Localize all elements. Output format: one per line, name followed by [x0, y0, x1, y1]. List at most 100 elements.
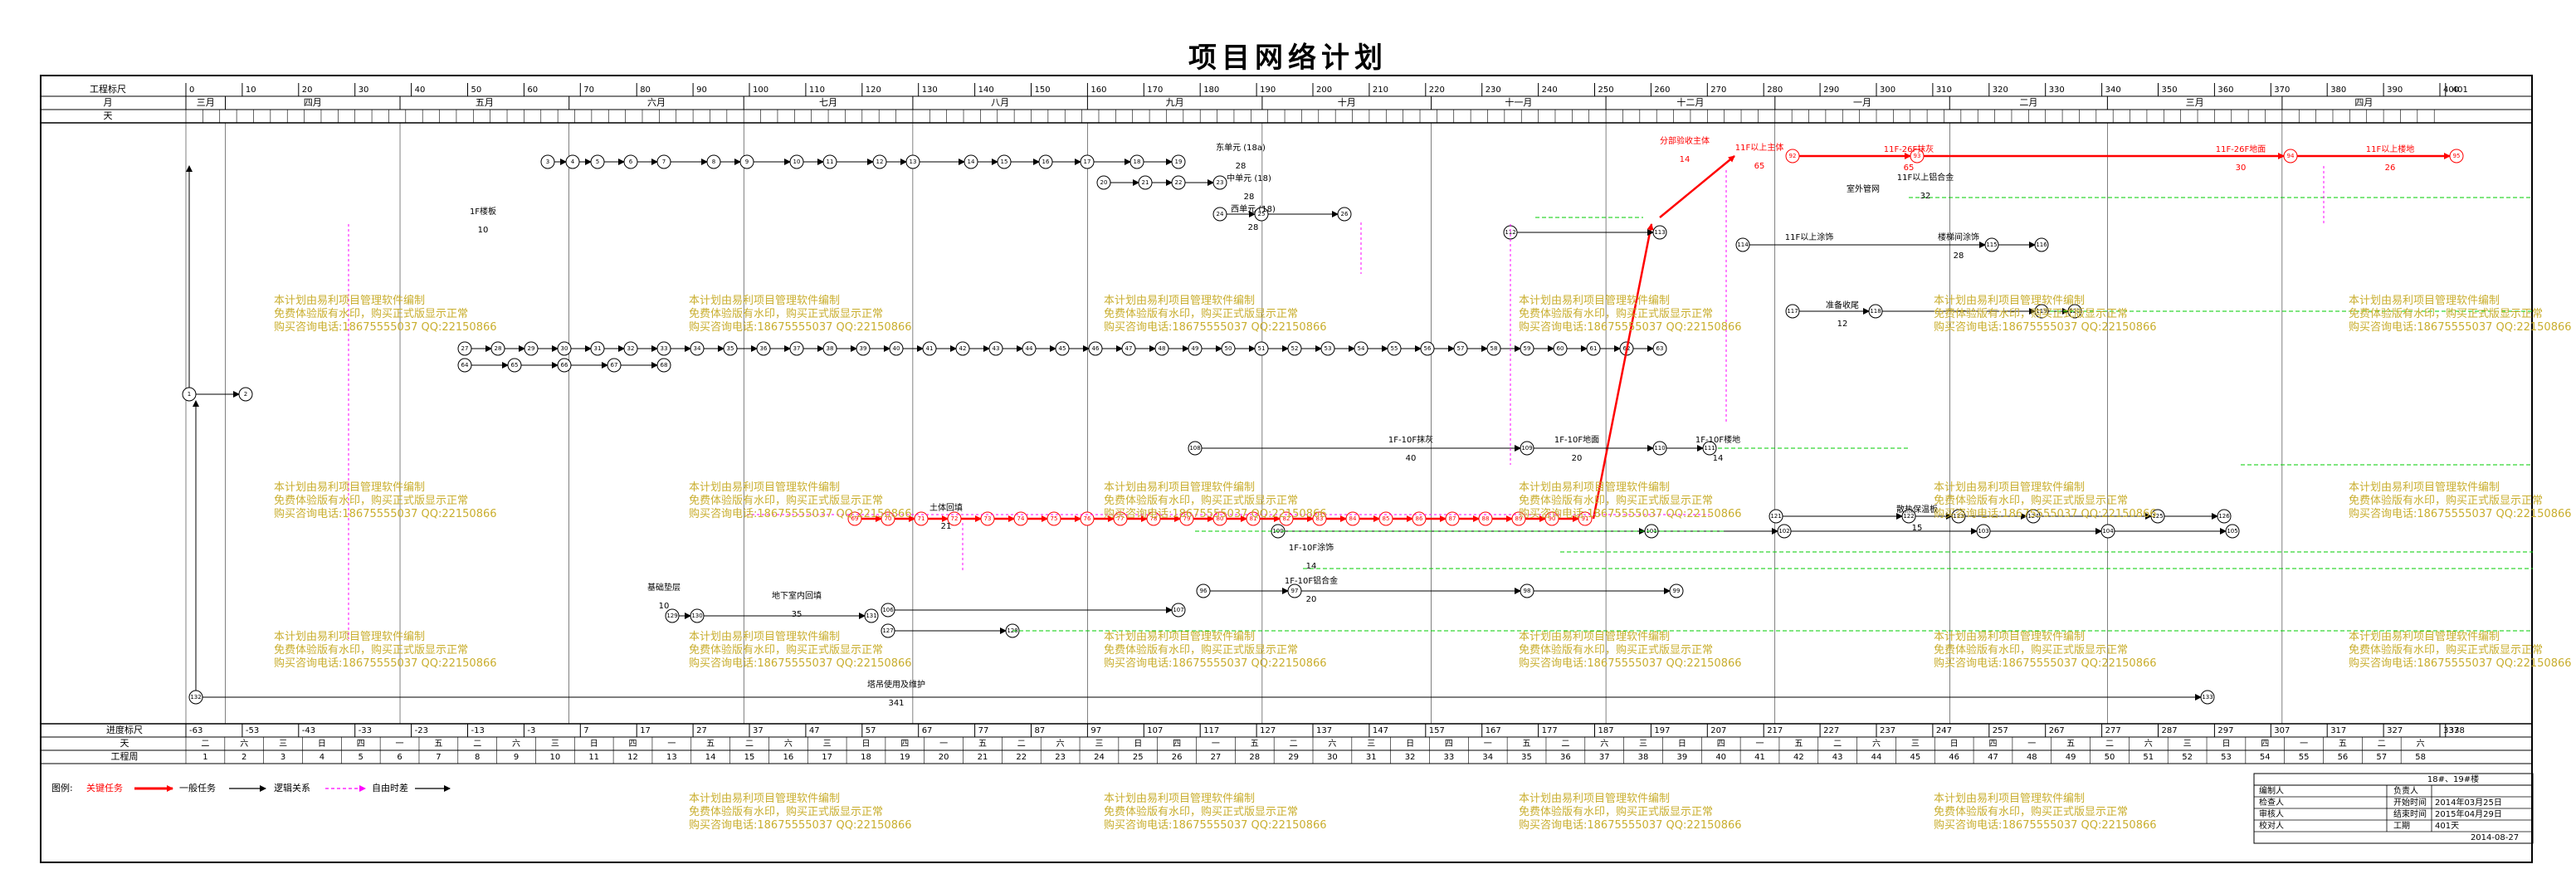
- event-node-number: 122: [1903, 513, 1914, 520]
- event-node: [656, 154, 671, 169]
- event-node-number: 18: [1134, 159, 1141, 165]
- event-node: [739, 154, 754, 169]
- event-node: [690, 608, 705, 623]
- event-node-number: 36: [760, 345, 768, 352]
- event-node: [507, 358, 522, 373]
- event-node-number: 59: [1524, 345, 1531, 352]
- event-node: [238, 387, 253, 402]
- progress-scale-label: 217: [1767, 726, 1783, 735]
- event-node-number: 10: [793, 159, 801, 165]
- week-number-label: 9: [514, 753, 519, 762]
- event-node: [557, 341, 572, 356]
- event-node: [1179, 511, 1194, 526]
- legend-normal-label: 一般任务: [179, 783, 216, 793]
- weekday-label: 四: [900, 740, 909, 749]
- event-node: [1171, 603, 1186, 618]
- weekday-label: 日: [861, 740, 870, 749]
- progress-scale-label: 7: [583, 726, 588, 735]
- event-node-number: 29: [528, 345, 535, 352]
- event-node: [1254, 207, 1269, 222]
- event-node-number: 118: [1870, 308, 1881, 315]
- progress-scale-label: 327: [2387, 726, 2403, 735]
- event-node-number: 52: [1291, 345, 1299, 352]
- event-node-number: 64: [461, 362, 469, 369]
- event-node-number: 112: [1505, 229, 1515, 236]
- project-scale-label: 200: [1316, 85, 1332, 95]
- weekday-label: 四: [1445, 740, 1453, 749]
- project-scale-label: 330: [2049, 85, 2065, 95]
- event-node-number: 131: [866, 613, 876, 619]
- page-title: 项目网络计划: [1188, 41, 1388, 75]
- weekday-label: 六: [2144, 739, 2153, 749]
- event-node: [1345, 511, 1360, 526]
- watermark-line: 免费体验版有水印，购买正式版显示正常: [2349, 308, 2544, 320]
- event-node: [188, 690, 203, 705]
- event-node: [690, 341, 705, 356]
- event-node-number: 120: [2069, 308, 2080, 315]
- month-label: 三月: [197, 97, 215, 108]
- event-node-number: 82: [1283, 515, 1290, 522]
- task-duration: 20: [1572, 454, 1583, 463]
- weekday-label: 日: [1406, 740, 1414, 749]
- project-scale-label: 90: [696, 85, 707, 95]
- progress-scale-label: 307: [2274, 726, 2290, 735]
- project-scale-label: 280: [1767, 85, 1783, 95]
- event-node-number: 96: [1200, 588, 1208, 594]
- month-label: 四月: [304, 97, 322, 108]
- event-node-number: 70: [885, 515, 892, 522]
- legend-title: 图例:: [51, 782, 73, 793]
- watermark-line: 购买咨询电话:18675555037 QQ:22150866: [1104, 819, 1327, 832]
- weekday-label: 日: [2222, 740, 2230, 749]
- weekday-label: 日: [1950, 740, 1959, 749]
- event-node-number: 85: [1383, 515, 1390, 522]
- event-node-number: 75: [1051, 515, 1058, 522]
- event-node: [1976, 524, 1991, 539]
- event-node: [1312, 511, 1327, 526]
- event-node: [1785, 304, 1800, 319]
- project-scale-label: 250: [1598, 85, 1614, 95]
- project-scale-label: 50: [471, 85, 482, 95]
- event-node-number: 91: [1582, 515, 1589, 522]
- task-name: 塔吊使用及维护: [867, 679, 925, 690]
- event-node-number: 33: [661, 345, 668, 352]
- event-node: [1246, 511, 1261, 526]
- project-scale-label: 0: [189, 85, 194, 95]
- watermark-text: 本计划由易利项目管理软件编制免费体验版有水印，购买正式版显示正常购买咨询电话:1…: [2349, 481, 2572, 521]
- event-node-number: 87: [1449, 515, 1456, 522]
- project-scale-label: 180: [1203, 85, 1219, 95]
- project-scale-label: 360: [2217, 85, 2233, 95]
- task-name: 分部验收主体: [1660, 135, 1710, 146]
- weekday-label: 六: [2417, 739, 2425, 749]
- week-number-label: 36: [1560, 753, 1571, 762]
- event-node: [623, 154, 638, 169]
- event-node-number: 101: [1646, 528, 1656, 535]
- info-table-label: 审核人: [2259, 808, 2284, 819]
- event-node: [1644, 524, 1659, 539]
- watermark-line: 本计划由易利项目管理软件编制: [1104, 793, 1256, 805]
- progress-scale-label: 177: [1542, 726, 1558, 735]
- weekday-label: 二: [473, 740, 481, 749]
- progress-scale-label: 237: [1880, 726, 1895, 735]
- watermark-line: 购买咨询电话:18675555037 QQ:22150866: [1519, 819, 1742, 832]
- watermark-text: 本计划由易利项目管理软件编制免费体验版有水印，购买正式版显示正常购买咨询电话:1…: [1104, 631, 1327, 671]
- event-node: [2034, 237, 2049, 252]
- event-node: [1578, 511, 1593, 526]
- event-node-number: 115: [1986, 242, 1997, 248]
- weekday-label: 四: [357, 740, 365, 749]
- weekday-label: 四: [2261, 740, 2269, 749]
- weekday-label: 一: [1484, 740, 1492, 749]
- project-scale-label: 140: [978, 85, 994, 95]
- watermark-text: 本计划由易利项目管理软件编制免费体验版有水印，购买正式版显示正常购买咨询电话:1…: [1104, 793, 1327, 832]
- event-node-number: 90: [1549, 515, 1556, 522]
- event-node-number: 125: [2152, 513, 2163, 520]
- event-node: [1420, 341, 1435, 356]
- watermark-line: 购买咨询电话:18675555037 QQ:22150866: [1104, 657, 1327, 670]
- weekday-label: 一: [667, 740, 676, 749]
- event-node-number: 94: [2287, 153, 2295, 159]
- watermark-line: 免费体验版有水印，购买正式版显示正常: [1519, 495, 1714, 507]
- watermark-line: 本计划由易利项目管理软件编制: [1934, 295, 2086, 307]
- week-number-label: 13: [666, 753, 677, 762]
- event-node: [1354, 341, 1368, 356]
- event-node: [1652, 225, 1667, 240]
- task-duration: 341: [888, 699, 904, 708]
